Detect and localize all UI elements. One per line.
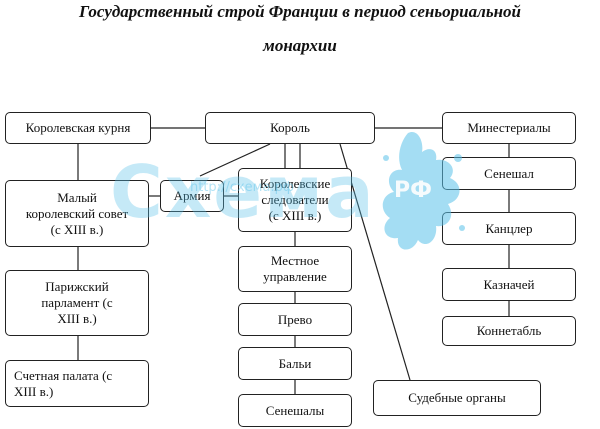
node-judicial-bodies: Судебные органы <box>373 380 541 416</box>
diagram-title-line-2: монархии <box>263 36 337 55</box>
node-constable: Коннетабль <box>442 316 576 346</box>
node-provost: Прево <box>238 303 352 336</box>
node-army: Армия <box>160 180 224 212</box>
node-treasurer: Казначей <box>442 268 576 301</box>
node-local-government: Местное управление <box>238 246 352 292</box>
node-king: Король <box>205 112 375 144</box>
node-paris-parliament: Парижский парламент (с XIII в.) <box>5 270 149 336</box>
diagram-title-line-1: Государственный строй Франции в период с… <box>79 2 521 21</box>
connector-king-army <box>199 143 271 177</box>
node-seneschals: Сенешалы <box>238 394 352 427</box>
node-ministerials: Минестериалы <box>442 112 576 144</box>
node-royal-investigators: Королевские следователи (с XIII в.) <box>238 168 352 232</box>
node-seneschal: Сенешал <box>442 157 576 190</box>
node-accounts-chamber: Счетная палата (с XIII в.) <box>5 360 149 407</box>
node-small-council: Малый королевский совет (с XIII в.) <box>5 180 149 247</box>
node-royal-curia: Королевская курня <box>5 112 151 144</box>
node-bailiffs: Бальи <box>238 347 352 380</box>
node-chancellor: Канцлер <box>442 212 576 245</box>
